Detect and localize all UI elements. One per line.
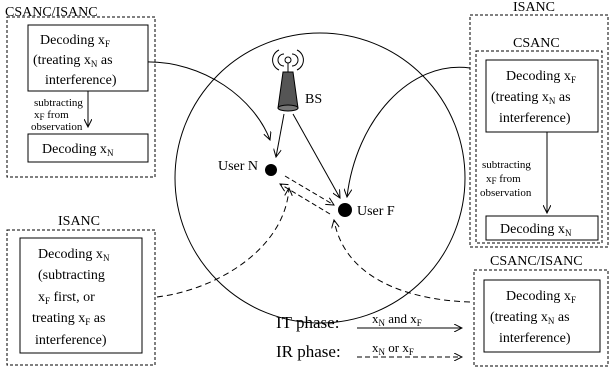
- right-bottom-group: CSANC/ISANC Decoding xF (treating xN as …: [473, 254, 609, 367]
- left-bottom-line5: interference): [35, 333, 107, 348]
- left-bottom-to-user-n-dashed-curve: [156, 188, 289, 298]
- left-top-to-user-n-curve: [142, 61, 270, 140]
- right-top-step-line3: observation: [480, 187, 532, 199]
- base-station-icon: [272, 49, 304, 112]
- user-n-dot: [265, 164, 277, 176]
- right-top-box2-text: Decoding xN: [500, 222, 572, 238]
- right-bottom-outer-dashed-box: [473, 269, 609, 367]
- left-bottom-title: ISANC: [58, 214, 100, 229]
- bs-to-user-f-arrow: [292, 113, 340, 198]
- right-top-outer-title: ISANC: [513, 0, 555, 15]
- user-f-dot: [338, 203, 352, 217]
- right-bottom-to-user-f-dashed-curve: [334, 220, 471, 303]
- right-top-inner-dashed-box: [475, 50, 603, 244]
- it-phase-text: xN and xF: [372, 311, 422, 328]
- left-bottom-line2: (subtracting: [38, 268, 105, 283]
- left-bottom-decoding-box: [19, 237, 143, 354]
- right-top-step-line2: xF from: [486, 173, 521, 186]
- right-bottom-decoding-box: [483, 279, 601, 353]
- right-bottom-line2: (treating xN as: [490, 310, 570, 326]
- right-bottom-title: CSANC/ISANC: [490, 254, 583, 269]
- left-top-step-line2: xF from: [34, 109, 69, 122]
- right-bottom-line1: Decoding xF: [506, 289, 576, 305]
- left-top-box1-line2: (treating xN as: [33, 53, 113, 69]
- left-bottom-line4: treating xF as: [32, 311, 105, 327]
- left-top-box1-line3: interference): [45, 73, 117, 88]
- left-bottom-outer-dashed-box: [6, 229, 156, 366]
- bs-label: BS: [305, 92, 322, 107]
- coverage-circle: [174, 32, 466, 324]
- it-phase-label: IT phase:: [276, 313, 339, 332]
- right-top-group: ISANC CSANC Decoding xF (treating xN as …: [469, 0, 609, 248]
- right-top-box1-line1: Decoding xF: [506, 69, 576, 85]
- left-top-box1-line1: Decoding xF: [40, 33, 110, 49]
- user-f-label: User F: [357, 204, 395, 219]
- right-top-decoding-box: [485, 59, 599, 133]
- left-top-step-line3: observation: [31, 121, 83, 133]
- left-bottom-group: ISANC Decoding xN (subtracting xF first,…: [6, 214, 156, 366]
- left-top-group: CSANC/ISANC Decoding xF (treating xN as …: [5, 5, 156, 178]
- ir-phase-label: IR phase:: [276, 342, 341, 361]
- right-bottom-line3: interference): [499, 331, 571, 346]
- phase-legend: IT phase: xN and xF IR phase: xN or xF: [276, 311, 462, 361]
- right-top-to-user-f-curve: [347, 66, 471, 197]
- bs-to-user-n-arrow: [276, 113, 285, 157]
- left-bottom-line3: xF first, or: [38, 290, 95, 306]
- ir-phase-text: xN or xF: [372, 340, 414, 357]
- right-top-box1-line2: (treating xN as: [491, 90, 571, 106]
- user-n-to-user-f-dashed-arrow: [284, 175, 334, 205]
- right-top-step-line1: subtracting: [482, 159, 531, 171]
- right-top-box1-line3: interference): [499, 111, 571, 126]
- user-n-label: User N: [218, 159, 258, 174]
- right-top-inner-title: CSANC: [513, 36, 560, 51]
- left-top-title: CSANC/ISANC: [5, 5, 98, 20]
- left-top-decoding-xn-box: [27, 133, 149, 163]
- left-top-decoding-box: [27, 24, 149, 92]
- right-top-decoding-xn-box: [485, 215, 599, 241]
- left-top-box2-text: Decoding xN: [42, 142, 114, 158]
- left-top-outer-dashed-box: [6, 16, 156, 178]
- left-top-step-line1: subtracting: [34, 97, 83, 109]
- left-bottom-line1: Decoding xN: [38, 247, 110, 263]
